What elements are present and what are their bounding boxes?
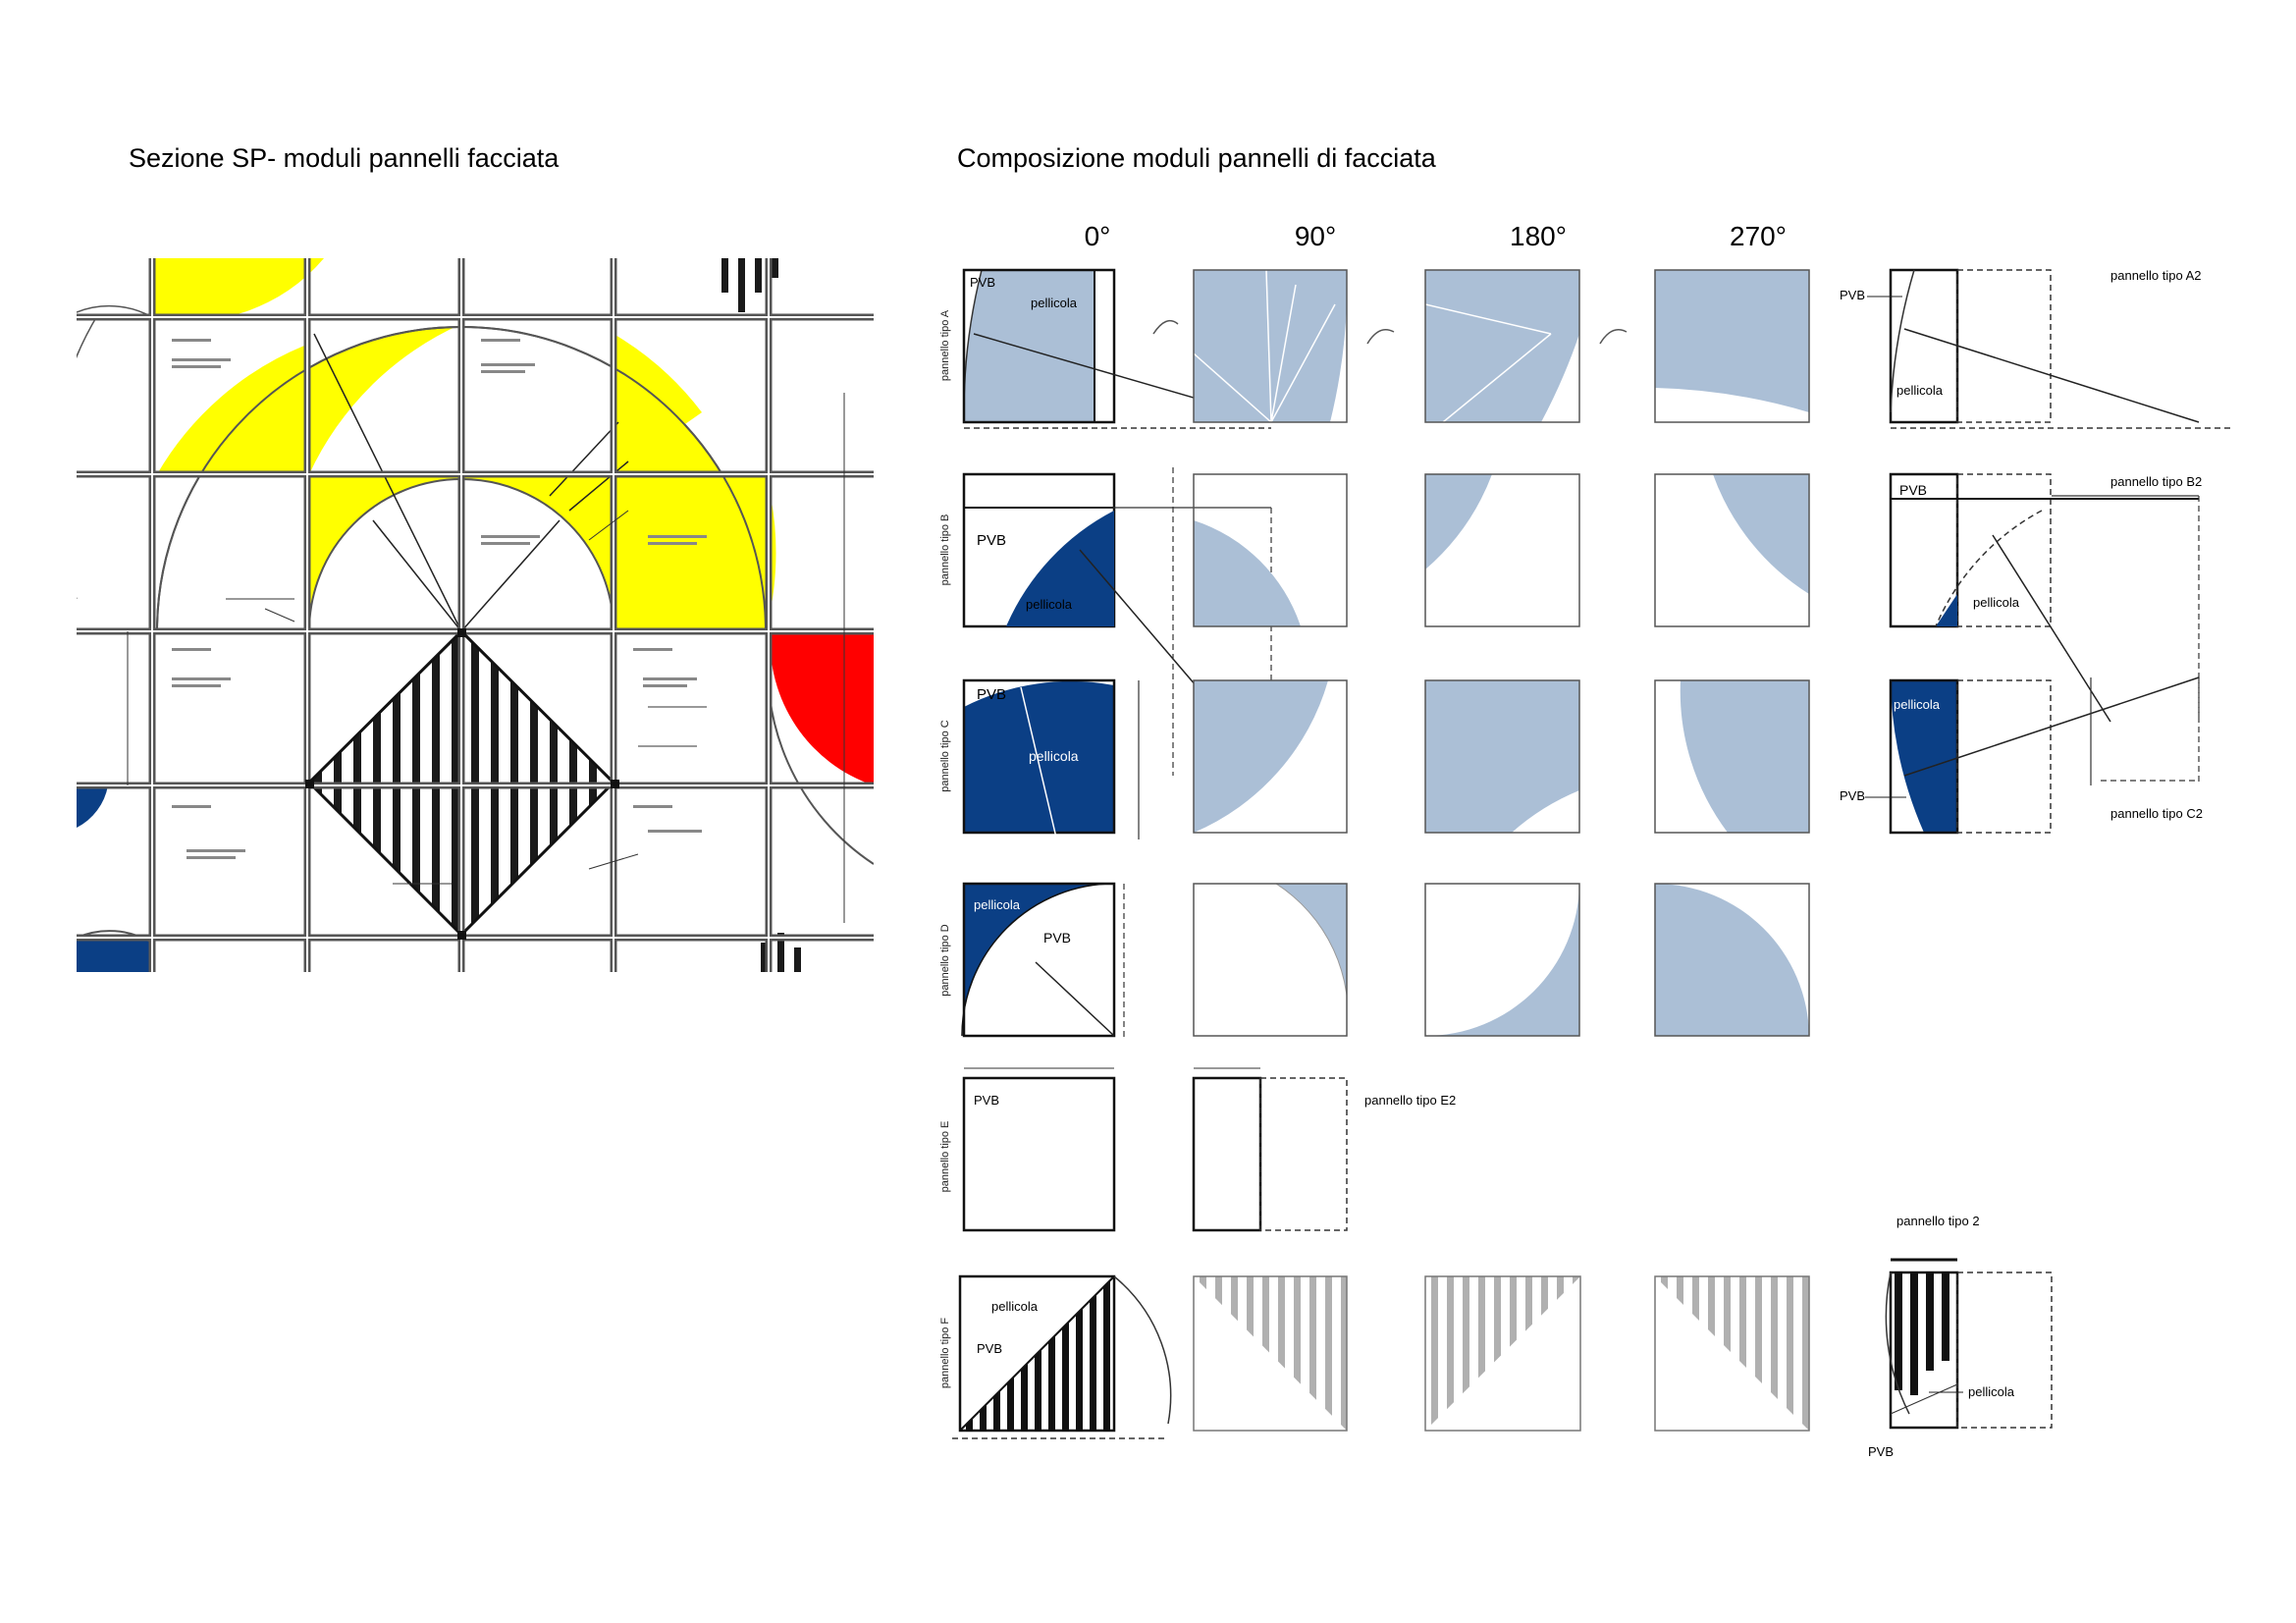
row-e: PVB pannello tipo E2 bbox=[962, 1067, 1456, 1232]
e-pvb-label: PVB bbox=[974, 1093, 999, 1108]
c-pvb-label: PVB bbox=[977, 686, 1006, 703]
a-pellicola-label: pellicola bbox=[1031, 296, 1078, 310]
f2-pellicola-label: pellicola bbox=[1968, 1384, 2015, 1399]
navy-arc-left bbox=[77, 785, 108, 828]
row-label-d: pannello tipo D bbox=[939, 924, 951, 996]
facade-section bbox=[77, 258, 874, 972]
f-pellicola-label: pellicola bbox=[991, 1299, 1039, 1314]
b2-pellicola-label: pellicola bbox=[1973, 595, 2020, 610]
variant-f2-label: pannello tipo 2 bbox=[1896, 1214, 1980, 1228]
c2-pellicola-label: pellicola bbox=[1894, 697, 1941, 712]
a2-pellicola-label: pellicola bbox=[1896, 383, 1944, 398]
row-b: PVB pellicola PVB pellicola pannello tip… bbox=[962, 467, 2202, 776]
row-a: PVB pellicola PVB bbox=[962, 268, 2233, 429]
navy-corner bbox=[77, 938, 152, 972]
variant-a2-label: pannello tipo A2 bbox=[2110, 268, 2202, 283]
yellow-arc-top bbox=[152, 258, 324, 321]
variant-e2-label: pannello tipo E2 bbox=[1364, 1093, 1456, 1108]
red-arc bbox=[770, 631, 874, 785]
b-pellicola-label: pellicola bbox=[1026, 597, 1073, 612]
row-f: pellicola PVB bbox=[952, 1214, 2053, 1459]
row-label-b: pannello tipo B bbox=[939, 514, 951, 586]
angle-90-label: 90° bbox=[1295, 221, 1336, 251]
row-label-f: pannello tipo F bbox=[939, 1318, 951, 1388]
row-d: pellicola PVB bbox=[961, 882, 1810, 1041]
b2-pvb-label: PVB bbox=[1899, 482, 1927, 498]
row-label-c: pannello tipo C bbox=[939, 720, 951, 791]
d-pvb-label: PVB bbox=[1043, 930, 1071, 946]
right-section-title: Composizione moduli pannelli di facciata bbox=[957, 143, 1436, 173]
d-pellicola-label: pellicola bbox=[974, 897, 1021, 912]
f2-pvb-label: PVB bbox=[1868, 1444, 1894, 1459]
angle-180-label: 180° bbox=[1510, 221, 1567, 251]
left-section-title: Sezione SP- moduli pannelli facciata bbox=[129, 143, 560, 173]
a2-pvb-label: PVB bbox=[1840, 288, 1865, 302]
a-pvb-label: PVB bbox=[970, 275, 995, 290]
row-c: PVB pellicola PVB pellicola pannello tip… bbox=[962, 676, 2203, 855]
angle-0-label: 0° bbox=[1085, 221, 1111, 251]
variant-c2-label: pannello tipo C2 bbox=[2110, 806, 2203, 821]
row-label-a: pannello tipo A bbox=[939, 309, 951, 381]
c-pellicola-label: pellicola bbox=[1029, 748, 1079, 764]
variant-b2-label: pannello tipo B2 bbox=[2110, 474, 2202, 489]
c2-pvb-label: PVB bbox=[1840, 788, 1865, 803]
row-label-e: pannello tipo E bbox=[939, 1121, 951, 1193]
b-pvb-label: PVB bbox=[977, 532, 1006, 549]
f-pvb-label: PVB bbox=[977, 1341, 1002, 1356]
angle-270-label: 270° bbox=[1730, 221, 1787, 251]
